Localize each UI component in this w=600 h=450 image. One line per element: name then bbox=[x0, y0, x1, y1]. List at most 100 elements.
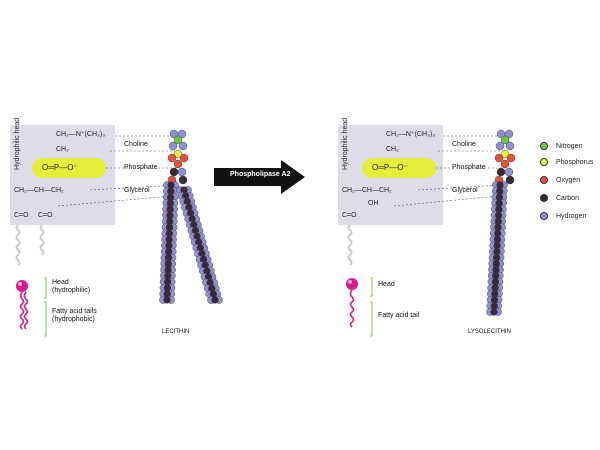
atom-sphere bbox=[166, 205, 174, 213]
atom-sphere bbox=[164, 266, 172, 274]
right-glycerol-formula: CH₂—CH—CH₂ bbox=[342, 187, 392, 194]
atom-sphere bbox=[500, 135, 510, 145]
atom-sphere bbox=[494, 229, 502, 237]
atom-sphere bbox=[494, 217, 502, 225]
right-key-tail-text: Fatty acid tail bbox=[378, 312, 420, 319]
atom-sphere bbox=[496, 181, 504, 189]
atom-sphere bbox=[166, 193, 175, 201]
hydrogen-dot-icon bbox=[540, 212, 548, 220]
atom-sphere bbox=[173, 159, 183, 169]
atom-sphere bbox=[493, 235, 502, 244]
atom-sphere bbox=[490, 308, 498, 316]
atom-sphere bbox=[178, 141, 188, 151]
atom-sphere bbox=[168, 141, 178, 151]
right-glycerol-label: Glycerol bbox=[452, 187, 478, 194]
legend-carbon-label: Carbon bbox=[556, 194, 579, 202]
head-ball-icon bbox=[346, 278, 358, 290]
atom-sphere bbox=[165, 241, 173, 250]
key-bracket-head bbox=[370, 277, 373, 297]
atom-sphere bbox=[166, 199, 174, 207]
atom-sphere bbox=[492, 272, 500, 280]
atom-sphere bbox=[491, 284, 499, 292]
atom-sphere bbox=[165, 235, 173, 244]
atom-sphere bbox=[494, 153, 504, 163]
atom-sphere bbox=[166, 217, 174, 225]
wavy-tail-line bbox=[15, 224, 21, 266]
legend-hydrogen: Hydrogen bbox=[540, 212, 586, 220]
atom-sphere bbox=[173, 149, 183, 159]
dashed-guide-line bbox=[417, 184, 504, 191]
wavy-tail-line bbox=[39, 224, 45, 256]
atom-sphere bbox=[491, 278, 500, 286]
right-ester-1: C=O bbox=[342, 212, 357, 219]
left-choline-label: Choline bbox=[124, 141, 148, 148]
atom-sphere bbox=[500, 149, 510, 159]
atom-sphere bbox=[494, 211, 503, 219]
left-glycerol-formula: CH₂—CH—CH₂ bbox=[14, 187, 64, 194]
atom-sphere bbox=[177, 167, 187, 177]
atom-sphere bbox=[163, 284, 172, 292]
left-ch2-top: CH₂ bbox=[56, 146, 69, 153]
tail-squiggle-icon bbox=[349, 289, 355, 328]
atom-sphere bbox=[493, 241, 501, 250]
atom-sphere bbox=[165, 229, 173, 238]
atom-sphere bbox=[494, 223, 502, 231]
atom-sphere bbox=[506, 153, 516, 163]
atom-sphere bbox=[169, 167, 179, 177]
atom-sphere bbox=[179, 153, 189, 163]
left-choline-formula: CH₂—N⁺(CH₃)₃ bbox=[56, 131, 106, 138]
atom-sphere bbox=[164, 278, 172, 286]
right-key-head-text: Head bbox=[378, 281, 395, 288]
reaction-arrow-label: Phospholipase A2 bbox=[230, 171, 291, 178]
carbon-dot-icon bbox=[540, 194, 548, 202]
atom-sphere bbox=[211, 296, 219, 304]
atom-sphere bbox=[164, 254, 173, 262]
atom-sphere bbox=[495, 193, 504, 201]
left-ester-1: C=O bbox=[14, 212, 29, 219]
atom-sphere bbox=[167, 153, 177, 163]
atom-sphere bbox=[492, 253, 501, 262]
phosphorus-dot-icon bbox=[540, 158, 548, 166]
oxygen-dot-icon bbox=[540, 176, 548, 184]
right-phosphate-highlight bbox=[362, 158, 436, 178]
atom-sphere bbox=[492, 260, 500, 268]
key-bracket-head bbox=[44, 277, 47, 299]
legend-carbon: Carbon bbox=[540, 194, 579, 202]
atom-sphere bbox=[492, 266, 500, 274]
atom-sphere bbox=[165, 247, 173, 256]
left-key-head-text: Head (hydrophilic) bbox=[52, 279, 91, 294]
wavy-tails bbox=[15, 224, 353, 266]
atom-sphere bbox=[490, 302, 498, 310]
legend-phosphorus: Phosphorus bbox=[540, 158, 593, 166]
legend-oxygen: Oxygen bbox=[540, 176, 580, 184]
left-molecule-name: LECITHIN bbox=[162, 329, 190, 335]
legend-nitrogen: Nitrogen bbox=[540, 142, 582, 150]
tail-squiggle-icon bbox=[23, 291, 29, 330]
head-ball-shine bbox=[348, 280, 352, 284]
head-ball-icon bbox=[16, 280, 28, 292]
right-phosphate-formula: O═P—O⁻ bbox=[372, 163, 408, 172]
right-choline-label: Choline bbox=[452, 141, 476, 148]
right-phosphate-label: Phosphate bbox=[452, 164, 486, 171]
atom-sphere bbox=[164, 272, 172, 280]
atom-sphere bbox=[165, 223, 174, 231]
atom-sphere bbox=[177, 129, 187, 139]
right-molecule-name: LYSOLECITHIN bbox=[468, 329, 511, 335]
atom-sphere bbox=[164, 260, 172, 268]
dashed-guide-line bbox=[57, 195, 173, 207]
legend-phosphorus-label: Phosphorus bbox=[556, 158, 594, 166]
atom-sphere bbox=[505, 175, 515, 185]
molecule-chains bbox=[159, 129, 516, 316]
atom-sphere bbox=[493, 247, 501, 256]
key-symbols bbox=[16, 277, 373, 337]
left-phosphate-highlight bbox=[32, 158, 106, 178]
atom-sphere bbox=[490, 296, 499, 304]
dashed-guide-line bbox=[393, 195, 499, 207]
atom-sphere bbox=[496, 167, 506, 177]
left-glycerol-label: Glycerol bbox=[124, 187, 150, 194]
key-bracket-tail bbox=[370, 301, 373, 337]
right-choline-formula: CH₂—N⁺(CH₃)₃ bbox=[386, 131, 436, 138]
atom-sphere bbox=[167, 187, 175, 195]
